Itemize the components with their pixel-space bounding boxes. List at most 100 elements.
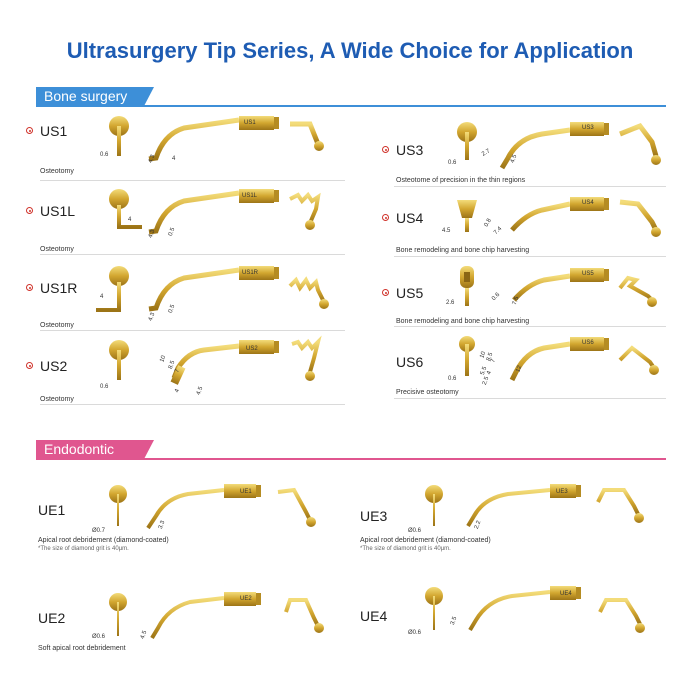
row-divider: [394, 326, 666, 327]
us1l-tip-drawing: [148, 189, 279, 235]
ue1-angle-view: [277, 487, 316, 527]
page-title: Ultrasurgery Tip Series, A Wide Choice f…: [66, 38, 634, 63]
tip-code: US1R: [40, 280, 78, 296]
us4-side-view: [457, 200, 477, 232]
dim-label: Ø0.6: [408, 528, 422, 534]
tip-note: *The size of diamond grit is 40μm.: [360, 546, 451, 552]
row-divider: [40, 330, 345, 331]
tip-code: US5: [396, 285, 424, 301]
ue3-angle-view: [596, 488, 644, 523]
stamp: US5: [582, 271, 594, 277]
tip-description: Precisive osteotomy: [396, 389, 459, 396]
dim-label: 4.3: [147, 229, 157, 239]
us3-angle-view: [619, 122, 661, 165]
tip-code: US3: [396, 142, 424, 158]
ue2-tip-drawing: [150, 592, 261, 640]
tip-ue3: UE3 Apical root debridement (diamond-coa…: [360, 482, 670, 562]
tip-code: UE1: [38, 502, 66, 518]
stamp: US2: [246, 346, 258, 352]
stamp: US1L: [242, 193, 258, 199]
ue2-side-view: [109, 593, 127, 636]
tip-code: US1: [40, 123, 68, 139]
marker-dot: [382, 214, 389, 221]
tip-us4: US4 Bone remodeling and bone chip harves…: [382, 192, 672, 262]
us1-tip-drawing: [148, 116, 279, 162]
us6-angle-view: [618, 345, 659, 375]
tip-us1: US1 Osteotomy 0.6 US1 4.3 4: [26, 112, 346, 182]
row-divider: [394, 256, 666, 257]
marker-dot: [26, 127, 33, 134]
ue4-side-view: [425, 587, 443, 630]
ue1-tip-drawing: [146, 484, 261, 530]
dim-label: 4: [128, 217, 132, 223]
tip-description: Osteotomy: [40, 168, 74, 175]
dim-label: Ø0.6: [92, 634, 106, 640]
tip-us5: US5 Bone remodeling and bone chip harves…: [382, 262, 672, 332]
dim-label: Ø0.7: [92, 528, 106, 534]
dim-label: 0.6: [448, 160, 457, 166]
dim-label: Ø0.6: [408, 630, 422, 636]
tip-us1l: US1L Osteotomy 4 US1L 4.3 0.5: [26, 185, 346, 255]
tip-note: *The size of diamond grit is 40μm.: [38, 546, 129, 552]
ue3-tip-drawing: [466, 484, 581, 528]
stamp: US1: [244, 120, 256, 126]
bone-surgery-label: Bone surgery: [36, 87, 154, 105]
us2-tip-drawing: [170, 340, 279, 385]
tip-description: Bone remodeling and bone chip harvesting: [396, 247, 530, 254]
stamp: UE1: [240, 489, 252, 495]
us5-side-view: [460, 266, 474, 306]
us1l-side-view: [109, 189, 142, 229]
dim-label: 0.6: [448, 376, 457, 382]
ue4-tip-drawing: [468, 586, 581, 632]
tip-ue2: UE2 Soft apical root debridement Ø0.6 UE…: [38, 584, 338, 664]
us6-tip-drawing: [509, 337, 609, 382]
stamp: UE4: [560, 591, 572, 597]
tip-description: Osteotome of precision in the thin regio…: [396, 177, 526, 184]
tip-code: US2: [40, 358, 68, 374]
endodontic-rule: [36, 458, 666, 460]
dim-label: 4.5: [195, 386, 205, 396]
marker-dot: [26, 207, 33, 214]
tip-code: US1L: [40, 203, 76, 219]
marker-dot: [26, 284, 33, 291]
dim-label: 4.3: [147, 312, 157, 322]
tip-code: UE2: [38, 610, 66, 626]
bone-surgery-rule: [36, 105, 666, 107]
tip-description: Osteotomy: [40, 246, 74, 253]
endodontic-label: Endodontic: [36, 440, 154, 458]
stamp: US4: [582, 200, 594, 206]
us1r-side-view: [96, 266, 129, 312]
row-divider: [40, 254, 345, 255]
us5-angle-view: [618, 275, 657, 307]
tip-description: Bone remodeling and bone chip harvesting: [396, 318, 530, 325]
us3-tip-drawing: [499, 122, 609, 170]
tip-us6: US6 Precisive osteotomy 0.6 US6 10 8.5 7…: [382, 332, 672, 402]
stamp: UE2: [240, 596, 252, 602]
dim-label: 4.5: [442, 228, 451, 234]
endodontic-header: Endodontic: [36, 440, 666, 460]
ue2-angle-view: [284, 598, 324, 633]
stamp: UE3: [556, 489, 568, 495]
us4-angle-view: [619, 199, 661, 237]
us2-side-view: [109, 340, 129, 380]
us1r-angle-view: [288, 276, 329, 309]
us1r-tip-drawing: [148, 266, 279, 312]
stamp: US6: [582, 340, 594, 346]
row-divider: [40, 180, 345, 181]
us1l-angle-view: [289, 191, 321, 230]
tip-us1r: US1R Osteotomy 4 US1R 4.3 0.5: [26, 262, 346, 332]
marker-dot: [382, 289, 389, 296]
tip-code: UE3: [360, 508, 388, 524]
tip-ue4: UE4 Ø0.6 UE4 3.5: [360, 584, 670, 664]
tip-description: Osteotomy: [40, 396, 74, 403]
tip-us2: US2 Osteotomy 0.6 US2 10 8.5 7 4 4.5: [26, 335, 346, 406]
tip-ue1: UE1 Apical root debridement (diamond-coa…: [38, 482, 338, 562]
us1-side-view: [109, 116, 129, 156]
tip-description: Apical root debridement (diamond-coated): [38, 537, 169, 544]
us1-angle-view: [290, 121, 324, 151]
dim-label: 0.6: [100, 384, 109, 390]
ue3-side-view: [425, 485, 443, 526]
bone-surgery-header: Bone surgery: [36, 87, 666, 107]
row-divider: [40, 404, 345, 405]
us2-angle-view: [291, 335, 322, 381]
